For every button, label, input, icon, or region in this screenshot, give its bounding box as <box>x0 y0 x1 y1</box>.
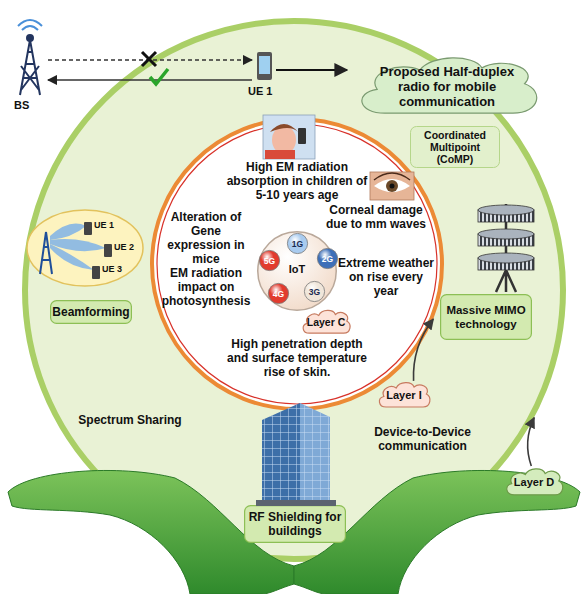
layer-cloud-shape <box>507 469 563 495</box>
device-label: UE 2 <box>114 242 134 253</box>
inner-layer-circle-shape <box>152 119 442 409</box>
node-text: Layer I <box>380 389 428 402</box>
node-text: Beamforming <box>52 305 130 319</box>
device-label: UE 1 <box>248 85 272 98</box>
technique-box-shape <box>51 301 132 324</box>
generation-sphere: 5G <box>259 250 280 271</box>
proposal-cloud-shape <box>362 58 537 113</box>
node-text: IoT <box>282 263 312 276</box>
generation-sphere: 1G <box>287 233 308 254</box>
node-text: Extreme weather on rise every year <box>336 256 436 298</box>
generation-sphere: 2G <box>317 248 338 269</box>
node-text: Layer C <box>304 316 348 328</box>
node-text: 5G <box>264 256 275 266</box>
generation-sphere: 4G <box>268 283 289 304</box>
technique-box: Coordinated Multipoint (CoMP) <box>410 126 500 168</box>
device-label: UE 3 <box>102 264 122 275</box>
device-label: BS <box>14 99 29 112</box>
node-text: 3G <box>309 287 320 297</box>
core-circle-shape <box>258 232 337 311</box>
outer-layer-circle-shape <box>25 21 563 559</box>
generation-sphere-shape <box>287 233 307 253</box>
node-text: 4G <box>273 289 284 299</box>
curved-connector <box>413 319 433 381</box>
node-text: High EM radiation absorption in children… <box>222 160 372 202</box>
node-text: Proposed Half-duplex radio for mobile co… <box>372 64 522 109</box>
technique-box-shape <box>441 295 532 340</box>
inner-ring <box>157 124 437 404</box>
node-text: Massive MIMO technology <box>442 303 530 331</box>
layer-cloud: Layer I <box>376 380 432 410</box>
generation-sphere-shape <box>259 250 279 270</box>
node-text: Layer D <box>507 476 561 489</box>
layer-cloud: Layer D <box>503 466 565 498</box>
node-text: RF Shielding for buildings <box>246 510 344 538</box>
node-text: 2G <box>322 254 333 264</box>
node-text: Coordinated Multipoint (CoMP) <box>412 129 498 165</box>
technique-box-outline <box>440 294 532 340</box>
technique-box-shape <box>411 127 500 168</box>
generation-sphere: 3G <box>304 281 325 302</box>
technique-box-shape <box>245 506 346 543</box>
inner-layer-circle: High EM radiation absorption in children… <box>150 117 444 411</box>
layer-cloud-shape <box>303 310 350 333</box>
technique-box: Beamforming <box>50 300 132 324</box>
generation-sphere-shape <box>304 281 324 301</box>
node-text: 1G <box>292 239 303 249</box>
node-text: High penetration depth and surface tempe… <box>222 337 372 379</box>
generation-sphere-shape <box>268 283 288 303</box>
node-text: EM radiation impact on photosynthesis <box>156 266 256 308</box>
proposal-cloud: Proposed Half-duplex radio for mobile co… <box>350 52 544 120</box>
device-label: UE 1 <box>94 220 114 231</box>
technique-box: RF Shielding for buildings <box>244 505 346 543</box>
core-circle: IoT 1G 2G 3G 4G 5G <box>257 231 337 311</box>
node-text: Alteration of Gene expression in mice <box>158 210 254 266</box>
node-text: Device-to-Device communication <box>365 425 480 453</box>
node-text: Corneal damage due to mm waves <box>322 203 430 231</box>
generation-sphere-shape <box>317 248 337 268</box>
technique-box: Massive MIMO technology <box>440 294 532 340</box>
base-station-icon <box>18 20 42 95</box>
layer-cloud: Layer C <box>300 308 352 336</box>
layer-cloud-shape <box>379 383 429 407</box>
curved-connector <box>528 418 535 466</box>
node-text: Spectrum Sharing <box>70 413 190 427</box>
